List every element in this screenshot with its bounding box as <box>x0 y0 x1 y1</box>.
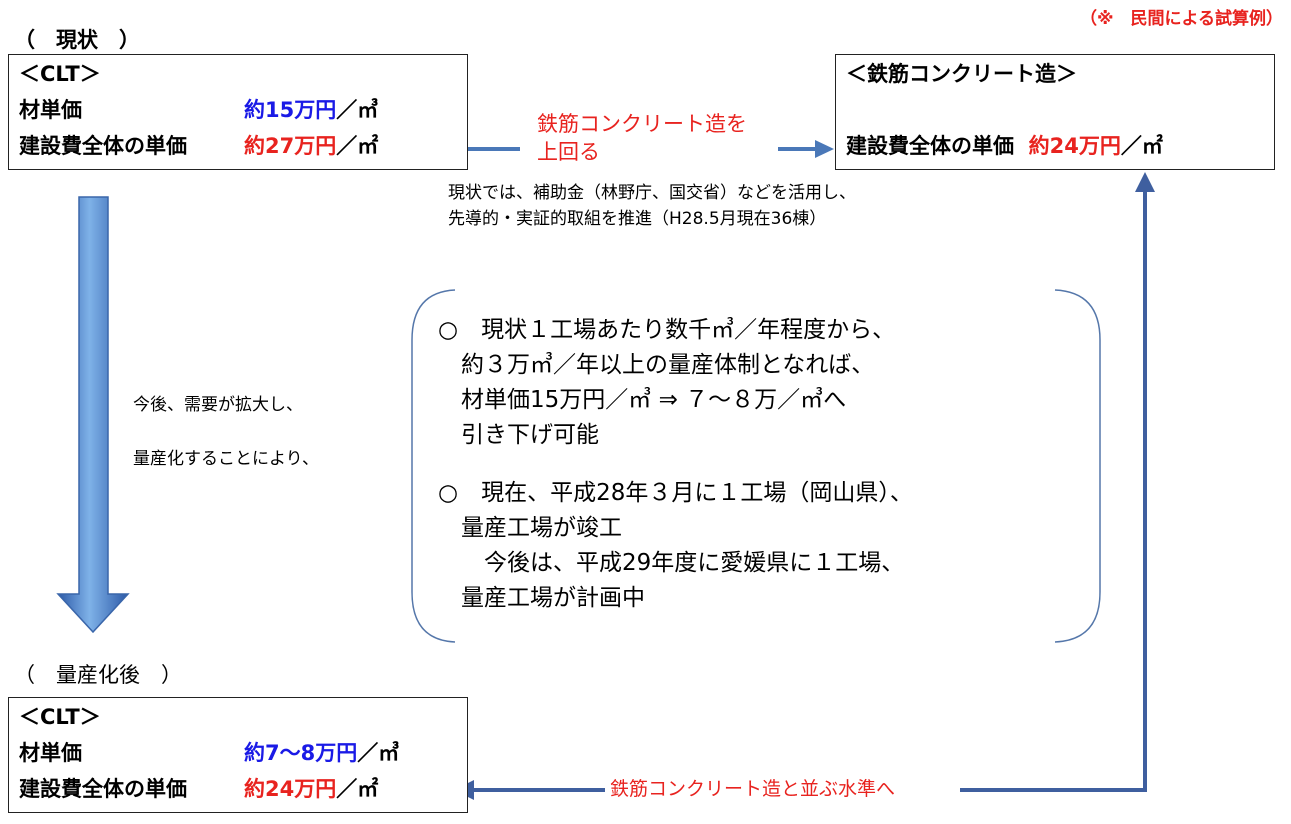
exceed-label: 鉄筋コンクリート造を 上回る <box>537 110 747 166</box>
rc-construction-value: 約24万円 <box>1028 134 1121 158</box>
rc-construction-unit: ／㎡ <box>1120 134 1163 158</box>
after-clt-title: ＜CLT＞ <box>19 705 101 729</box>
bullet-line: 材単価15万円／㎥ ⇒ ７～８万／㎥へ <box>438 387 847 413</box>
big-down-arrow <box>56 196 130 634</box>
current-construction-label: 建設費全体の単価 <box>19 134 187 158</box>
after-material-unit: ／㎥ <box>357 741 400 765</box>
bullet-line: 量産工場が計画中 <box>438 585 645 611</box>
bullet-bracket-right <box>1054 289 1101 643</box>
subsidy-note-line-1: 現状では、補助金（林野庁、国交省）などを活用し、 <box>448 183 856 203</box>
bullet-line: 量産工場が竣工 <box>438 515 622 541</box>
rc-box: ＜鉄筋コンクリート造＞ 建設費全体の単価 約24万円／㎡ <box>835 54 1275 170</box>
exceed-label-line-2: 上回る <box>537 140 600 164</box>
after-clt-box: ＜CLT＞ 材単価 約7～8万円／㎥ 建設費全体の単価 約24万円／㎡ <box>8 697 468 813</box>
current-material-price: 約15万円／㎥ <box>244 95 378 125</box>
current-heading: （ 現状 ） <box>14 28 140 52</box>
arrow-to-rc-box <box>778 140 834 158</box>
rc-title: ＜鉄筋コンクリート造＞ <box>846 62 1077 86</box>
after-construction-label: 建設費全体の単価 <box>19 777 187 801</box>
exceed-label-line-1: 鉄筋コンクリート造を <box>537 112 747 136</box>
rc-construction-label: 建設費全体の単価 <box>846 134 1014 158</box>
current-construction-value: 約27万円 <box>244 134 337 158</box>
estimate-note: （※ 民間による試算例） <box>1079 9 1283 29</box>
after-construction-unit: ／㎡ <box>336 777 379 801</box>
after-construction-price: 約24万円／㎡ <box>244 774 378 804</box>
after-material-price: 約7～8万円／㎥ <box>244 738 399 768</box>
parity-label: 鉄筋コンクリート造と並ぶ水準へ <box>610 778 896 800</box>
bullet-line: 今後は、平成29年度に愛媛県に１工場、 <box>438 550 905 576</box>
current-material-unit: ／㎥ <box>336 98 379 122</box>
after-material-value: 約7～8万円 <box>244 741 358 765</box>
demand-text-line-2: 量産化することにより、 <box>133 449 319 469</box>
subsidy-note-line-2: 先導的・実証的取組を推進（H28.5月現在36棟） <box>448 209 827 229</box>
current-material-value: 約15万円 <box>244 98 337 122</box>
demand-text: 今後、需要が拡大し、 量産化することにより、 <box>133 378 319 486</box>
rc-price: 建設費全体の単価 約24万円／㎡ <box>846 131 1163 161</box>
after-heading: （ 量産化後 ） <box>14 663 182 687</box>
bullet-line: ○ 現在、平成28年３月に１工場（岡山県）、 <box>438 480 913 506</box>
subsidy-note: 現状では、補助金（林野庁、国交省）などを活用し、 先導的・実証的取組を推進（H2… <box>448 180 856 232</box>
after-construction-value: 約24万円 <box>244 777 337 801</box>
after-material-label: 材単価 <box>19 741 82 765</box>
current-construction-unit: ／㎡ <box>336 134 379 158</box>
current-construction-price: 約27万円／㎡ <box>244 131 378 161</box>
bullet-line: 約３万㎥／年以上の量産体制となれば、 <box>438 352 875 378</box>
current-clt-title: ＜CLT＞ <box>19 62 101 86</box>
current-clt-box: ＜CLT＞ 材単価 約15万円／㎥ 建設費全体の単価 約27万円／㎡ <box>8 54 468 170</box>
demand-text-line-1: 今後、需要が拡大し、 <box>133 395 303 415</box>
bullet-line: 引き下げ可能 <box>438 422 599 448</box>
bullet-bracket-left <box>411 289 456 643</box>
bullet-list: ○ 現状１工場あたり数千㎥／年程度から、 約３万㎥／年以上の量産体制となれば、 … <box>438 313 913 616</box>
bullet-line: ○ 現状１工場あたり数千㎥／年程度から、 <box>438 317 896 343</box>
current-material-label: 材単価 <box>19 98 82 122</box>
